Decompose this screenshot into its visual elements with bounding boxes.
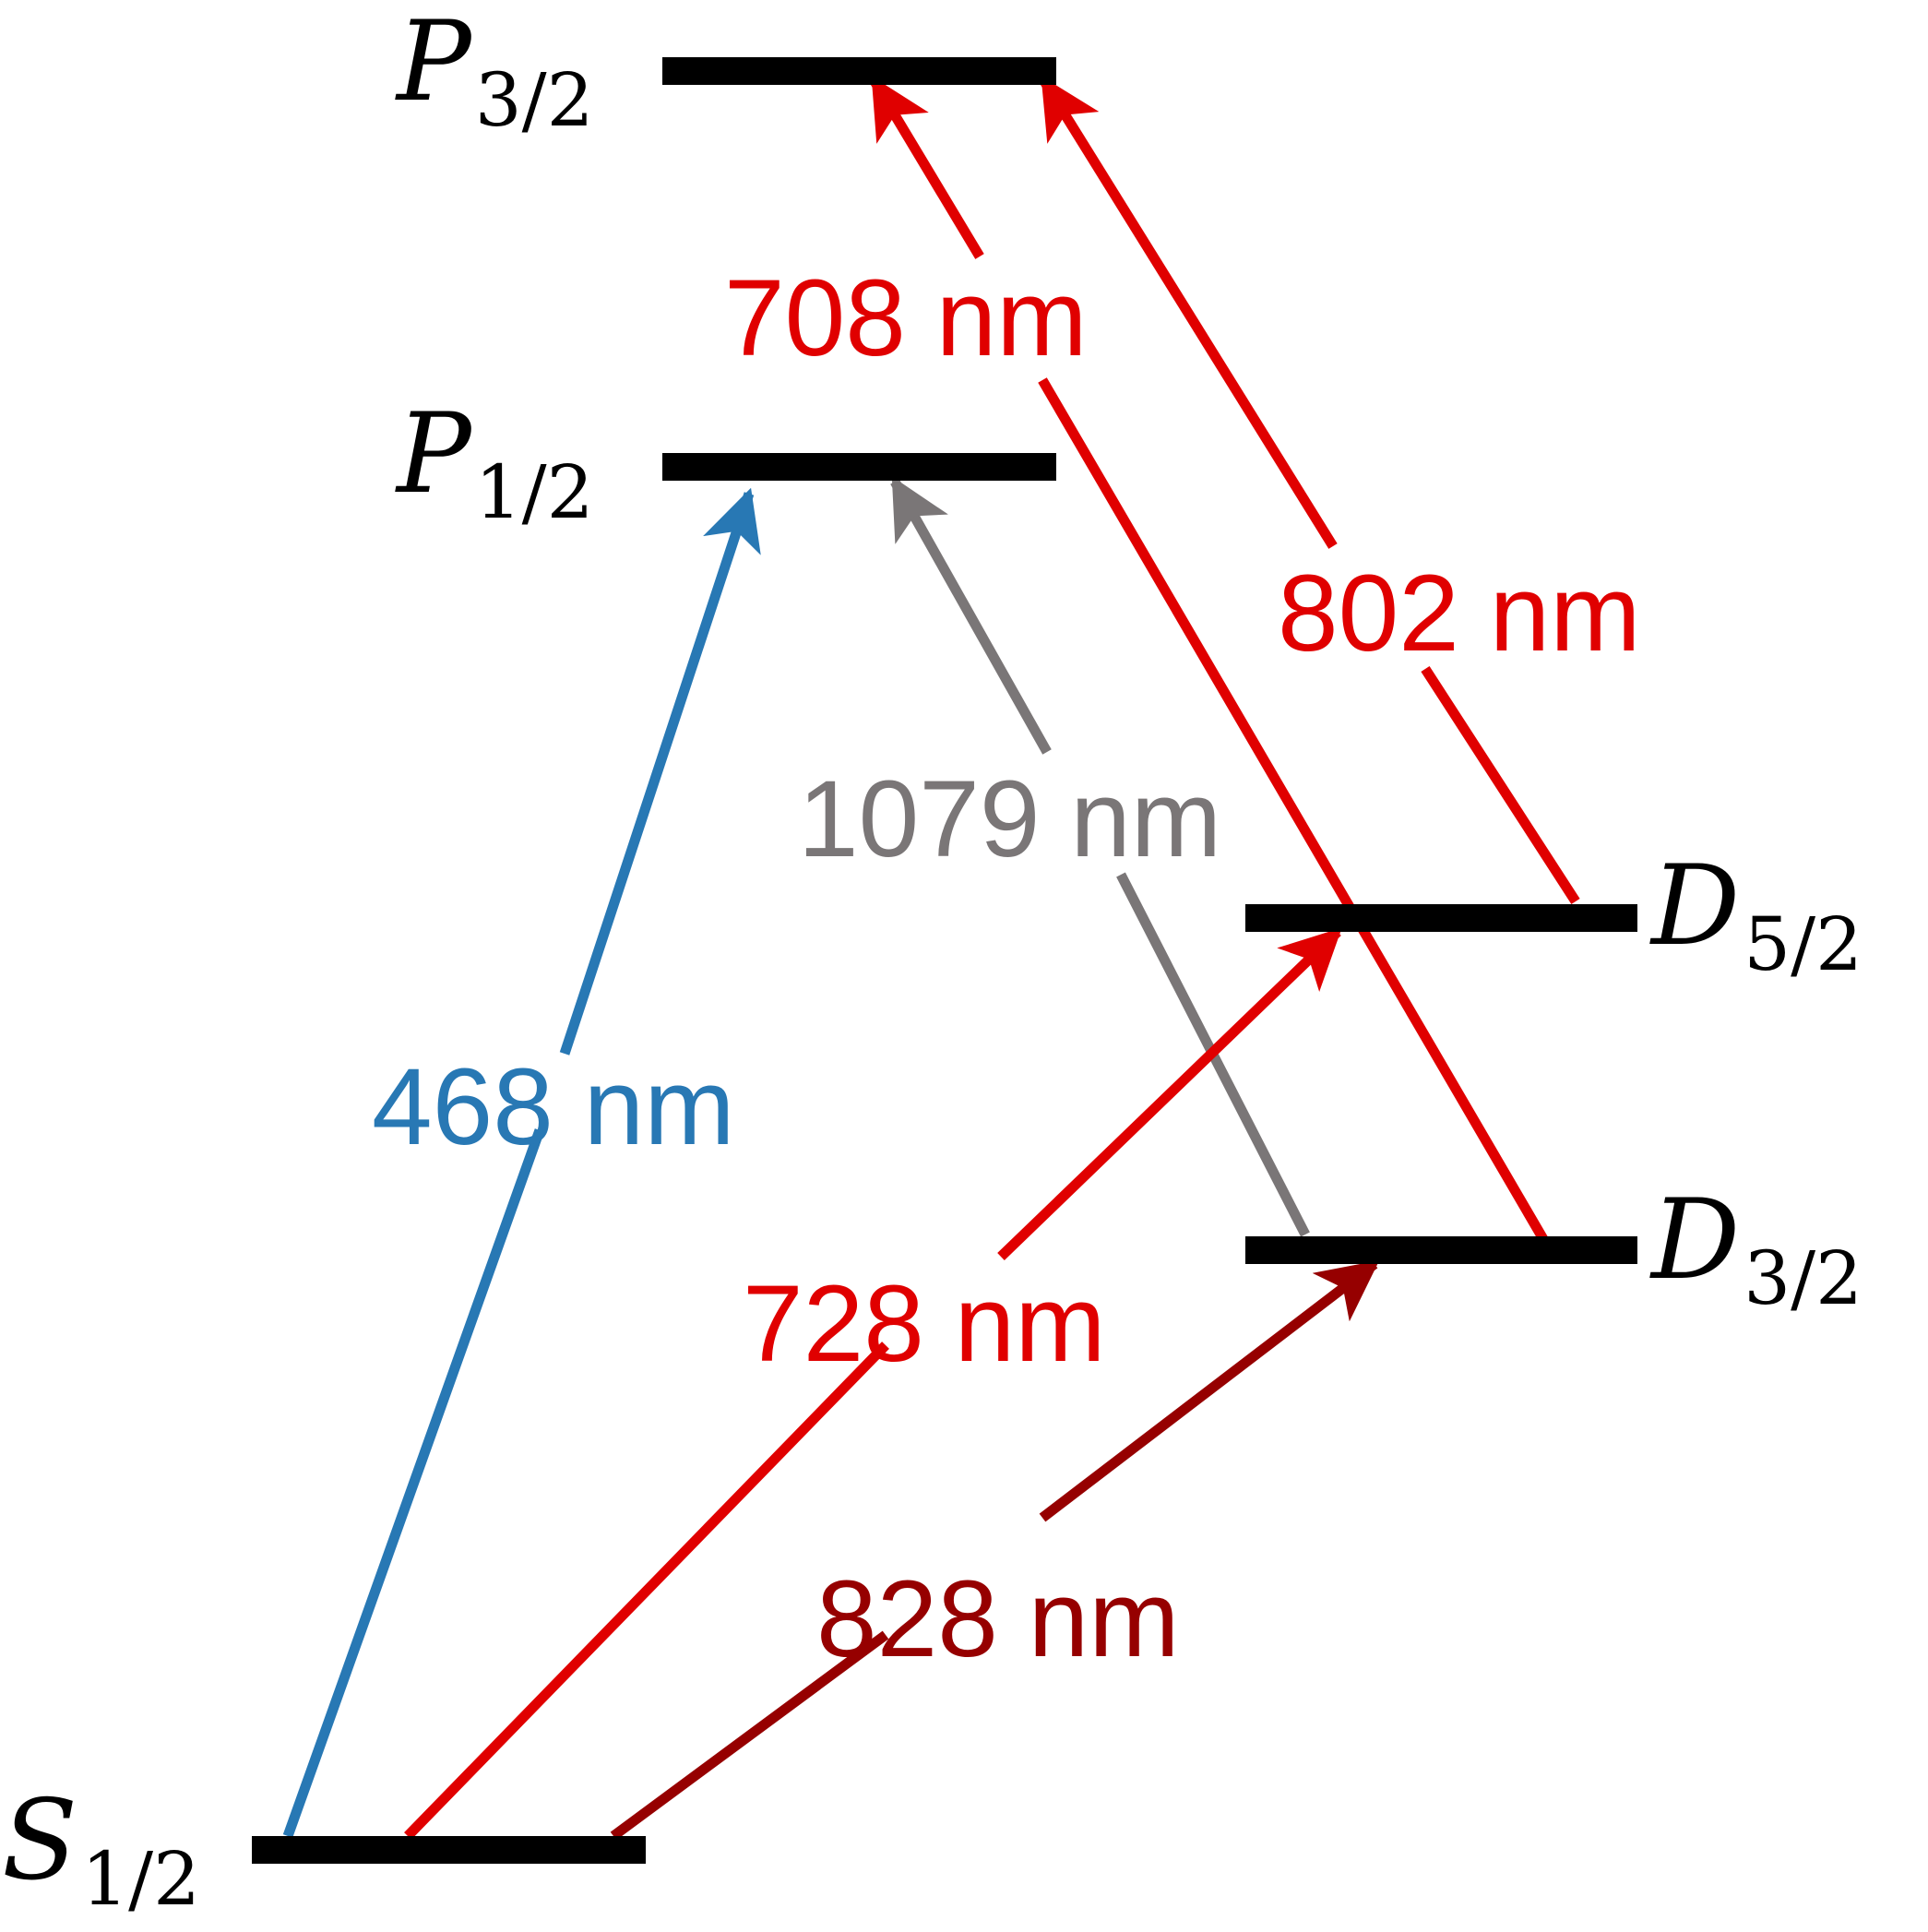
level-label-s12: S1/2 <box>2 1777 200 1922</box>
level-bar-s12 <box>252 1836 646 1864</box>
level-bar-d32 <box>1245 1236 1637 1264</box>
level-label-d32: D3/2 <box>1649 1176 1863 1321</box>
arrow-708nm <box>870 76 1554 1253</box>
label-828nm: 828 nm <box>816 1558 1180 1680</box>
level-bar-p12 <box>662 453 1056 481</box>
label-468nm: 468 nm <box>372 1046 735 1168</box>
arrow-728nm <box>404 927 1342 1840</box>
level-bar-p32 <box>662 57 1056 85</box>
arrow-802nm <box>1040 76 1580 904</box>
level-label-p12: P1/2 <box>395 390 594 535</box>
arrow-468nm <box>282 487 761 1838</box>
label-802nm: 802 nm <box>1278 553 1641 674</box>
level-bar-d52 <box>1245 904 1637 932</box>
arrow-828nm <box>610 1259 1380 1841</box>
level-label-p32: P3/2 <box>395 0 594 143</box>
label-708nm: 708 nm <box>724 257 1088 379</box>
label-1079nm: 1079 nm <box>798 758 1221 880</box>
label-728nm: 728 nm <box>743 1263 1106 1385</box>
level-label-d52: D5/2 <box>1649 842 1863 987</box>
